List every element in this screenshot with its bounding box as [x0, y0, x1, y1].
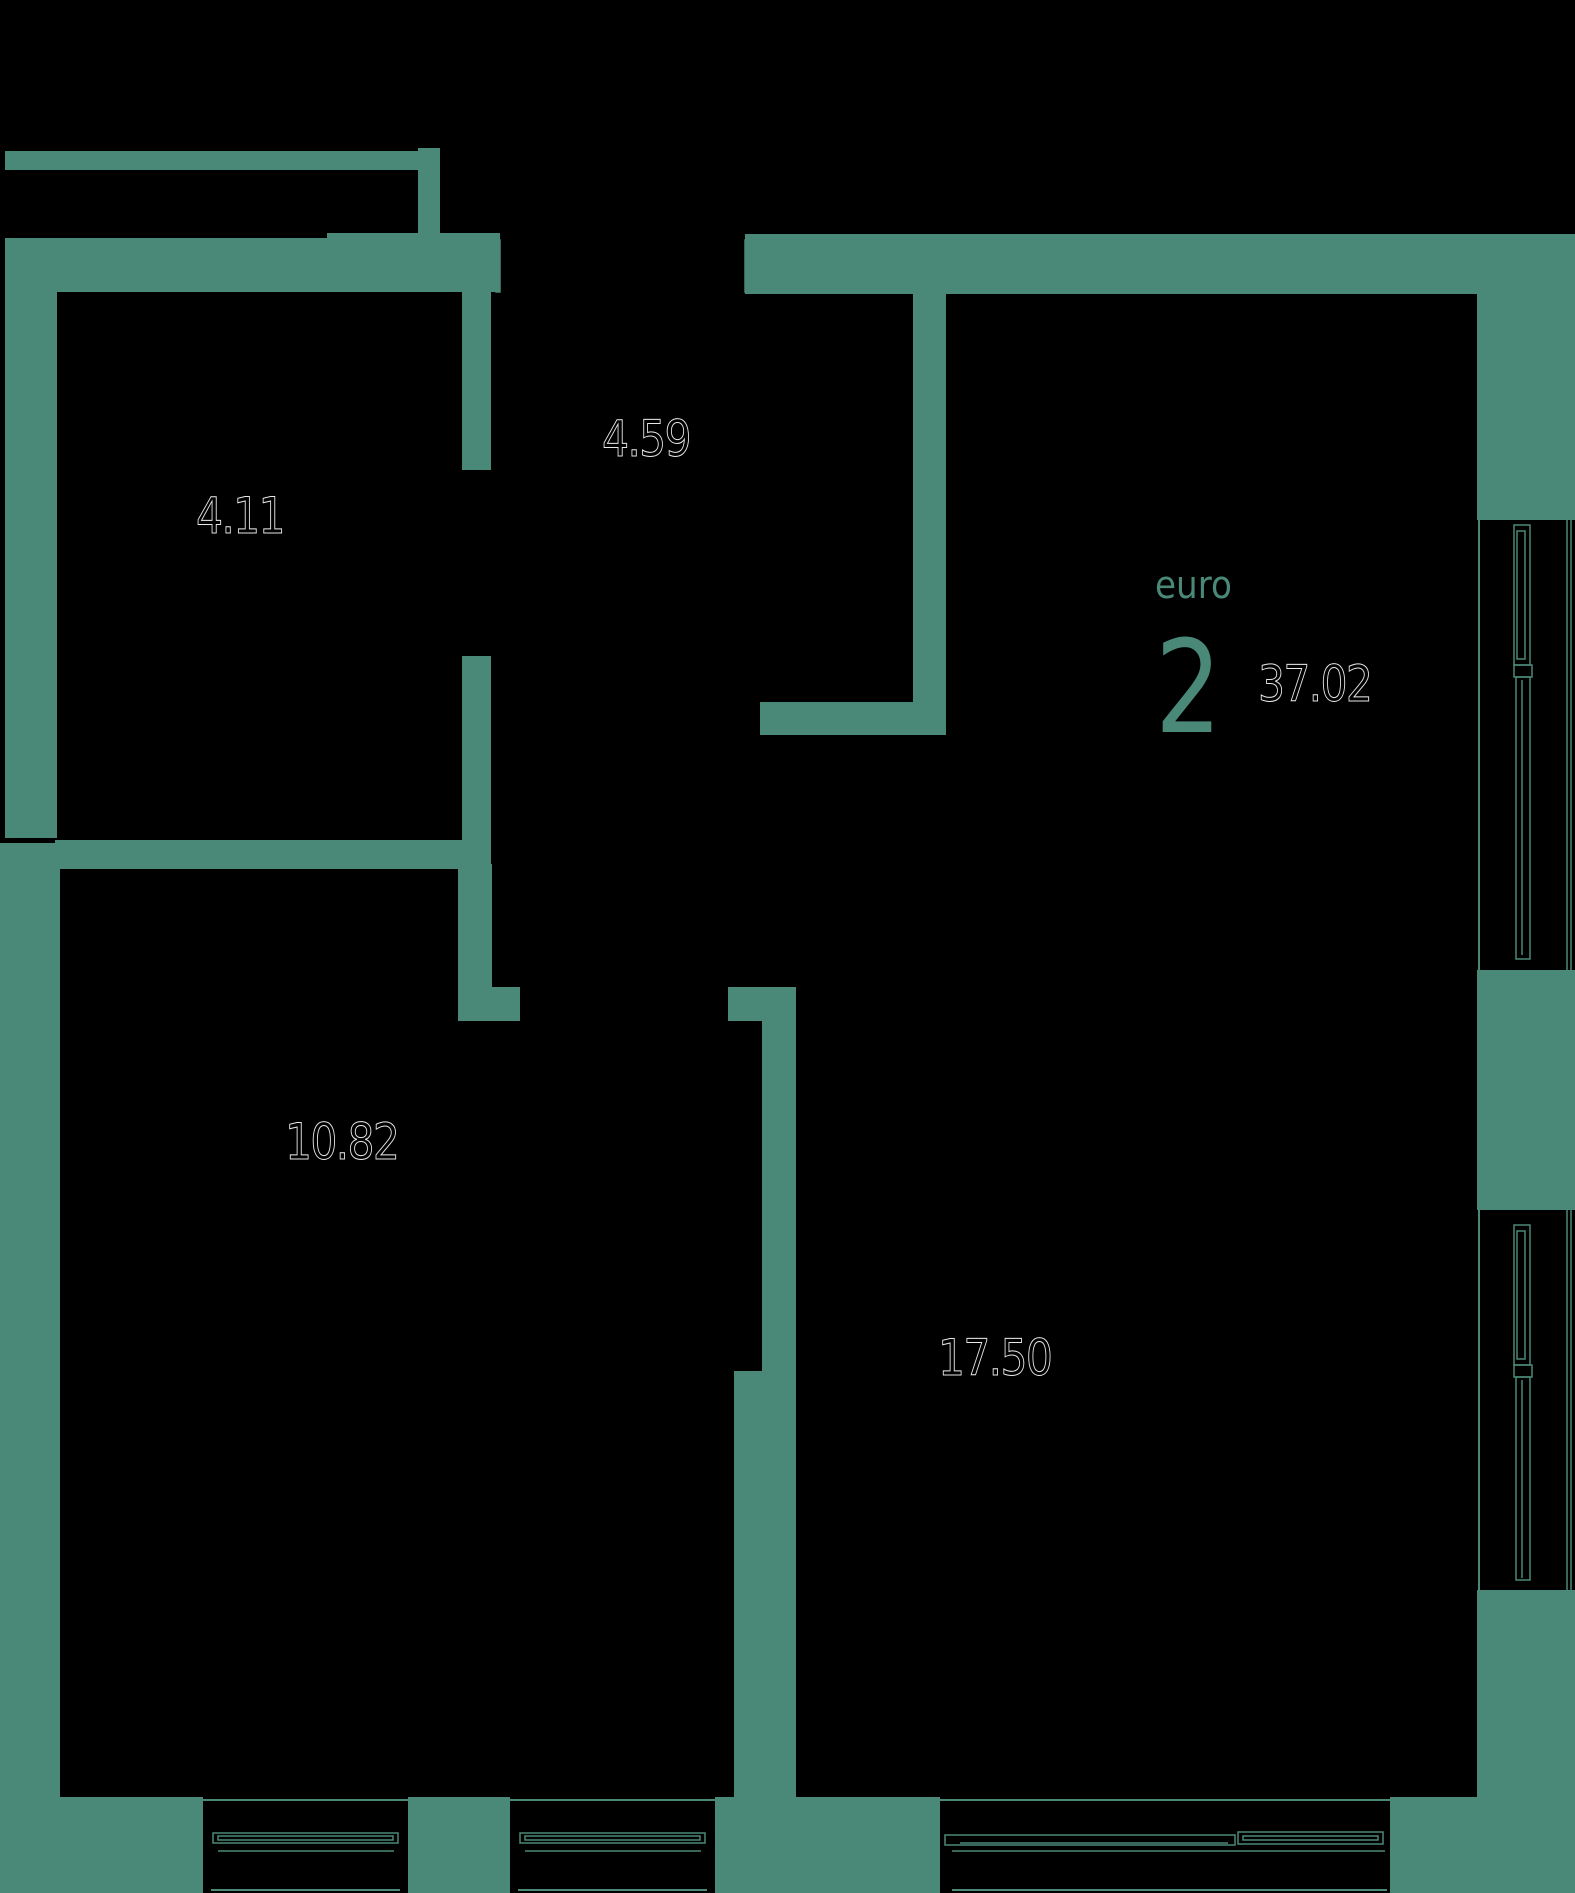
room-area-bedroom: 10.82	[285, 1113, 401, 1171]
room-count: 2	[1155, 614, 1222, 763]
total-area: 37.02	[1258, 655, 1374, 713]
room-area-bathroom: 4.11	[196, 487, 286, 545]
room-area-hallway: 4.59	[602, 410, 692, 468]
room-area-kitchen-living: 17.50	[938, 1329, 1054, 1387]
right-window-lower	[1478, 1210, 1572, 1600]
entrance-door	[495, 234, 775, 294]
right-window-upper	[1478, 520, 1572, 970]
top-left-ledge	[5, 148, 440, 238]
bottom-window-2	[510, 1799, 715, 1891]
apartment-type-prefix: euro	[1155, 563, 1232, 607]
bottom-window-1	[203, 1799, 408, 1891]
interior-walls	[55, 292, 946, 1800]
exterior-walls	[0, 233, 1575, 1893]
bottom-window-3	[940, 1799, 1390, 1891]
